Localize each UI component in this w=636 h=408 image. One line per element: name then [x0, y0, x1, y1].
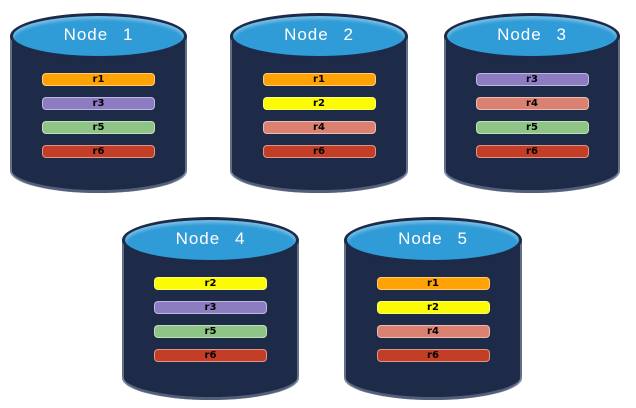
replica-bar-r3: r3 — [475, 73, 589, 86]
cylinder-top-ellipse: Node 3 — [444, 13, 620, 59]
replica-bar-r3: r3 — [42, 97, 155, 110]
replica-bar-list: r2 r3 r5 r6 — [122, 277, 299, 362]
replica-bar-r1: r1 — [262, 73, 376, 86]
node-cylinder-5: Node 5 r1 r2 r4 r6 — [344, 217, 522, 400]
replica-bar-r2: r2 — [376, 301, 490, 314]
cylinder-body — [344, 239, 522, 400]
replica-label: r1 — [92, 73, 105, 85]
cylinder-top-ellipse: Node 5 — [344, 217, 522, 263]
cylinder-top-ellipse: Node 1 — [10, 13, 187, 59]
replica-label: r5 — [92, 121, 105, 133]
replica-bar-r5: r5 — [475, 121, 589, 134]
replica-label: r1 — [313, 73, 325, 85]
replica-label: r6 — [204, 349, 217, 361]
replica-label: r3 — [204, 301, 217, 313]
replica-bar-r1: r1 — [376, 277, 490, 290]
replica-label: r6 — [526, 145, 538, 157]
replica-bar-r6: r6 — [262, 145, 376, 158]
replica-bar-list: r3 r4 r5 r6 — [444, 73, 620, 158]
node-cylinder-4: Node 4 r2 r3 r5 r6 — [122, 217, 299, 400]
node-title: Node 2 — [284, 25, 354, 44]
replica-bar-r2: r2 — [262, 97, 376, 110]
replica-label: r6 — [427, 349, 439, 361]
replica-bar-r4: r4 — [262, 121, 376, 134]
replica-label: r4 — [313, 121, 325, 133]
replica-label: r4 — [427, 325, 439, 337]
node-cylinder-2: Node 2 r1 r2 r4 r6 — [230, 13, 408, 193]
replica-bar-list: r1 r2 r4 r6 — [230, 73, 408, 158]
replica-bar-r4: r4 — [376, 325, 490, 338]
node-cylinder-3: Node 3 r3 r4 r5 r6 — [444, 13, 620, 193]
replica-label: r2 — [427, 301, 439, 313]
replica-label: r2 — [313, 97, 325, 109]
replica-bar-r6: r6 — [376, 349, 490, 362]
replica-bar-r6: r6 — [154, 349, 267, 362]
cylinder-top-ellipse: Node 2 — [230, 13, 408, 59]
replica-label: r6 — [313, 145, 325, 157]
replica-bar-r6: r6 — [42, 145, 155, 158]
node-title: Node 4 — [175, 229, 246, 248]
replica-label: r1 — [427, 277, 439, 289]
replica-bar-list: r1 r3 r5 r6 — [10, 73, 187, 158]
cylinder-body — [122, 239, 299, 400]
replica-bar-r2: r2 — [154, 277, 267, 290]
replica-label: r5 — [204, 325, 217, 337]
cylinder-body — [444, 35, 620, 193]
node-cylinder-1: Node 1 r1 r3 r5 r6 — [10, 13, 187, 193]
node-title: Node 3 — [497, 25, 567, 44]
node-title: Node 1 — [63, 25, 134, 44]
replica-bar-r1: r1 — [42, 73, 155, 86]
cylinder-body — [10, 35, 187, 193]
replica-bar-list: r1 r2 r4 r6 — [344, 277, 522, 362]
replica-bar-r5: r5 — [42, 121, 155, 134]
replica-bar-r6: r6 — [475, 145, 589, 158]
node-title: Node 5 — [398, 229, 468, 248]
cylinder-body — [230, 35, 408, 193]
replica-bar-r3: r3 — [154, 301, 267, 314]
replica-bar-r5: r5 — [154, 325, 267, 338]
cylinder-top-ellipse: Node 4 — [122, 217, 299, 263]
replica-bar-r4: r4 — [475, 97, 589, 110]
replica-label: r4 — [526, 97, 538, 109]
replica-label: r3 — [526, 73, 538, 85]
replica-label: r3 — [92, 97, 105, 109]
replica-label: r2 — [204, 277, 217, 289]
replica-label: r5 — [526, 121, 538, 133]
replica-label: r6 — [92, 145, 105, 157]
